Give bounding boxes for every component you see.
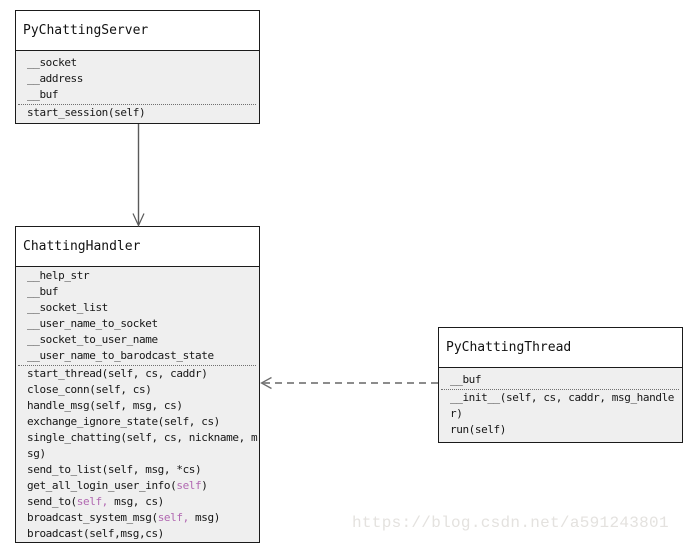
method: get_all_login_user_info(self) xyxy=(27,478,259,494)
attribute: __user_name_to_barodcast_state xyxy=(27,349,214,362)
attribute: __socket_list xyxy=(27,301,108,314)
method: close_conn(self, cs) xyxy=(27,383,152,396)
class-title: PyChattingServer xyxy=(16,11,259,51)
watermark: https://blog.csdn.net/a591243801 xyxy=(352,514,669,532)
method: start_session(self) xyxy=(27,106,146,119)
dashed-arrow-thread-to-handler xyxy=(260,376,438,390)
method-text: msg) xyxy=(188,511,220,524)
method: __init__(self, cs, caddr, msg_handler) xyxy=(450,391,675,420)
attribute: __socket_to_user_name xyxy=(27,333,158,346)
method: handle_msg(self, msg, cs) xyxy=(27,399,183,412)
method-text: broadcast_system_msg( xyxy=(27,511,158,524)
solid-arrow-server-to-handler xyxy=(132,124,145,227)
methods-section: start_session(self) xyxy=(16,105,259,121)
attribute: __buf xyxy=(27,285,59,298)
separator-dotted xyxy=(441,389,679,390)
attributes-section: __help_str __buf __socket_list __user_na… xyxy=(16,267,259,364)
method-self-param: self, xyxy=(76,495,109,508)
method: start_thread(self, cs, caddr) xyxy=(27,367,208,380)
class-box-pychattingthread: PyChattingThread __buf __init__(self, cs… xyxy=(438,327,683,443)
attribute: __socket xyxy=(27,56,77,69)
class-box-pychattingserver: PyChattingServer __socket __address __bu… xyxy=(15,10,260,124)
method-text: get_all_login_user_info( xyxy=(27,479,177,492)
attribute: __buf xyxy=(450,373,482,386)
method-self-param: self, xyxy=(157,511,190,524)
class-box-chattinghandler: ChattingHandler __help_str __buf __socke… xyxy=(15,226,260,543)
method: broadcast(self,msg,cs) xyxy=(27,527,164,540)
attribute: __user_name_to_socket xyxy=(27,317,158,330)
method: send_to(self, msg, cs) xyxy=(27,494,259,510)
separator-dotted xyxy=(18,104,256,105)
separator-dotted xyxy=(18,365,256,366)
attributes-section: __socket __address __buf xyxy=(16,51,259,103)
method-text: send_to( xyxy=(27,495,77,508)
method: broadcast_system_msg(self, msg) xyxy=(27,510,259,526)
class-title: ChattingHandler xyxy=(16,227,259,267)
method: run(self) xyxy=(450,423,507,436)
method: send_to_list(self, msg, *cs) xyxy=(27,463,202,476)
method: single_chatting(self, cs, nickname, msg) xyxy=(27,431,258,460)
attribute: __address xyxy=(27,72,84,85)
attribute: __help_str xyxy=(27,269,90,282)
method-text: msg, cs) xyxy=(107,495,164,508)
attributes-section: __buf xyxy=(439,368,682,388)
attribute: __buf xyxy=(27,88,59,101)
methods-section: __init__(self, cs, caddr, msg_handler) r… xyxy=(439,390,682,438)
method-text: ) xyxy=(201,479,208,492)
method: exchange_ignore_state(self, cs) xyxy=(27,415,220,428)
method-self-param: self xyxy=(176,479,202,492)
methods-section: start_thread(self, cs, caddr) close_conn… xyxy=(16,366,259,542)
class-title: PyChattingThread xyxy=(439,328,682,368)
